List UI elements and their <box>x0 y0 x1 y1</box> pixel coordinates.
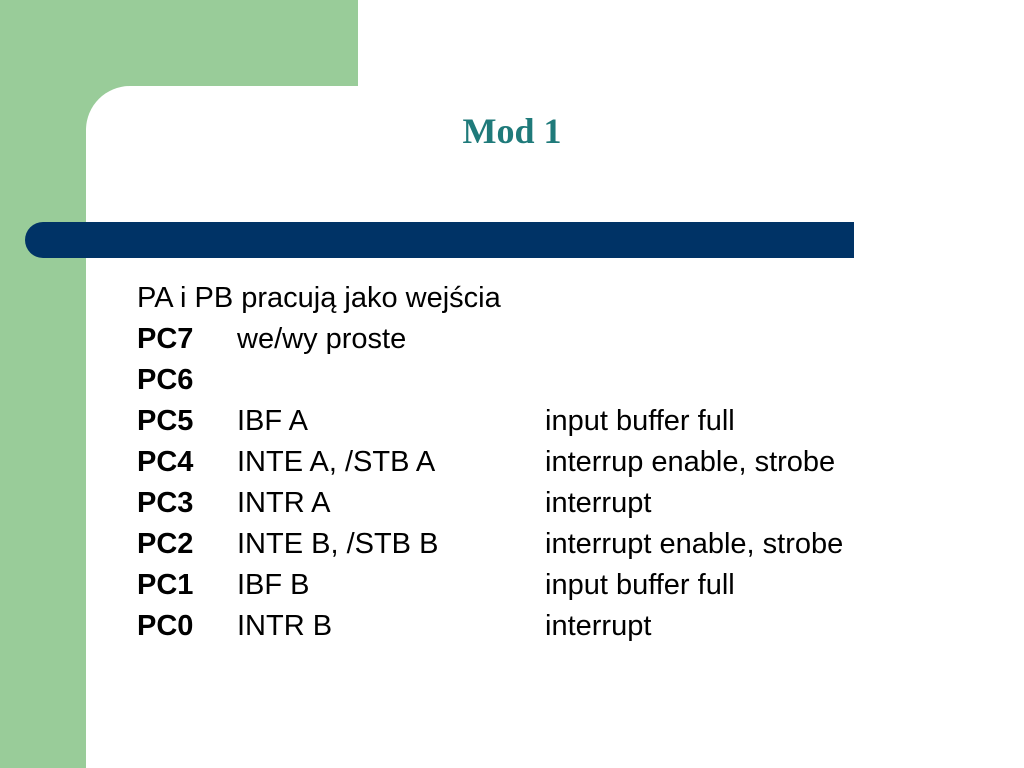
pin-signal: INTE B, /STB B <box>237 528 439 560</box>
pin-row-pc7: PC7 we/wy proste <box>137 319 501 360</box>
pin-row-pc1: PC1 IBF B input buffer full <box>137 565 735 606</box>
white-content-panel <box>86 86 1024 768</box>
pin-row-pc4: PC4 INTE A, /STB A interrup enable, stro… <box>137 442 835 483</box>
title-underline-bar <box>25 222 854 258</box>
pin-signal: INTR B <box>237 610 333 642</box>
pin-label: PC1 <box>137 569 194 601</box>
pin-row-pc6: PC6 <box>137 360 501 401</box>
pin-label: PC6 <box>137 364 194 396</box>
pin-signal: we/wy proste <box>237 323 407 355</box>
pin-signal: INTR A <box>237 487 331 519</box>
pin-signal: INTE A, /STB A <box>237 446 436 478</box>
pin-row-pc2: PC2 INTE B, /STB B interrupt enable, str… <box>137 524 843 565</box>
pin-signal: IBF B <box>237 569 310 601</box>
pin-label: PC3 <box>137 487 194 519</box>
pin-label: PC2 <box>137 528 194 560</box>
pin-description: interrup enable, strobe <box>545 446 836 478</box>
slide-body: PA i PB pracują jako wejścia PC7 we/wy p… <box>137 278 843 647</box>
pin-row-pc0: PC0 INTR B interrupt <box>137 606 651 647</box>
pin-label: PC0 <box>137 610 194 642</box>
intro-line: PA i PB pracują jako wejścia <box>137 282 501 314</box>
pin-description: interrupt enable, strobe <box>545 528 844 560</box>
pin-description: input buffer full <box>545 405 735 437</box>
pin-description: interrupt <box>545 487 652 519</box>
pin-label: PC5 <box>137 405 194 437</box>
pin-signal: IBF A <box>237 405 308 437</box>
pin-row-pc3: PC3 INTR A interrupt <box>137 483 651 524</box>
pin-row-pc5: PC5 IBF A input buffer full <box>137 401 735 442</box>
pin-label: PC7 <box>137 323 194 355</box>
pin-label: PC4 <box>137 446 194 478</box>
pin-description: interrupt <box>545 610 652 642</box>
pin-description: input buffer full <box>545 569 735 601</box>
slide-title: Mod 1 <box>462 111 562 151</box>
